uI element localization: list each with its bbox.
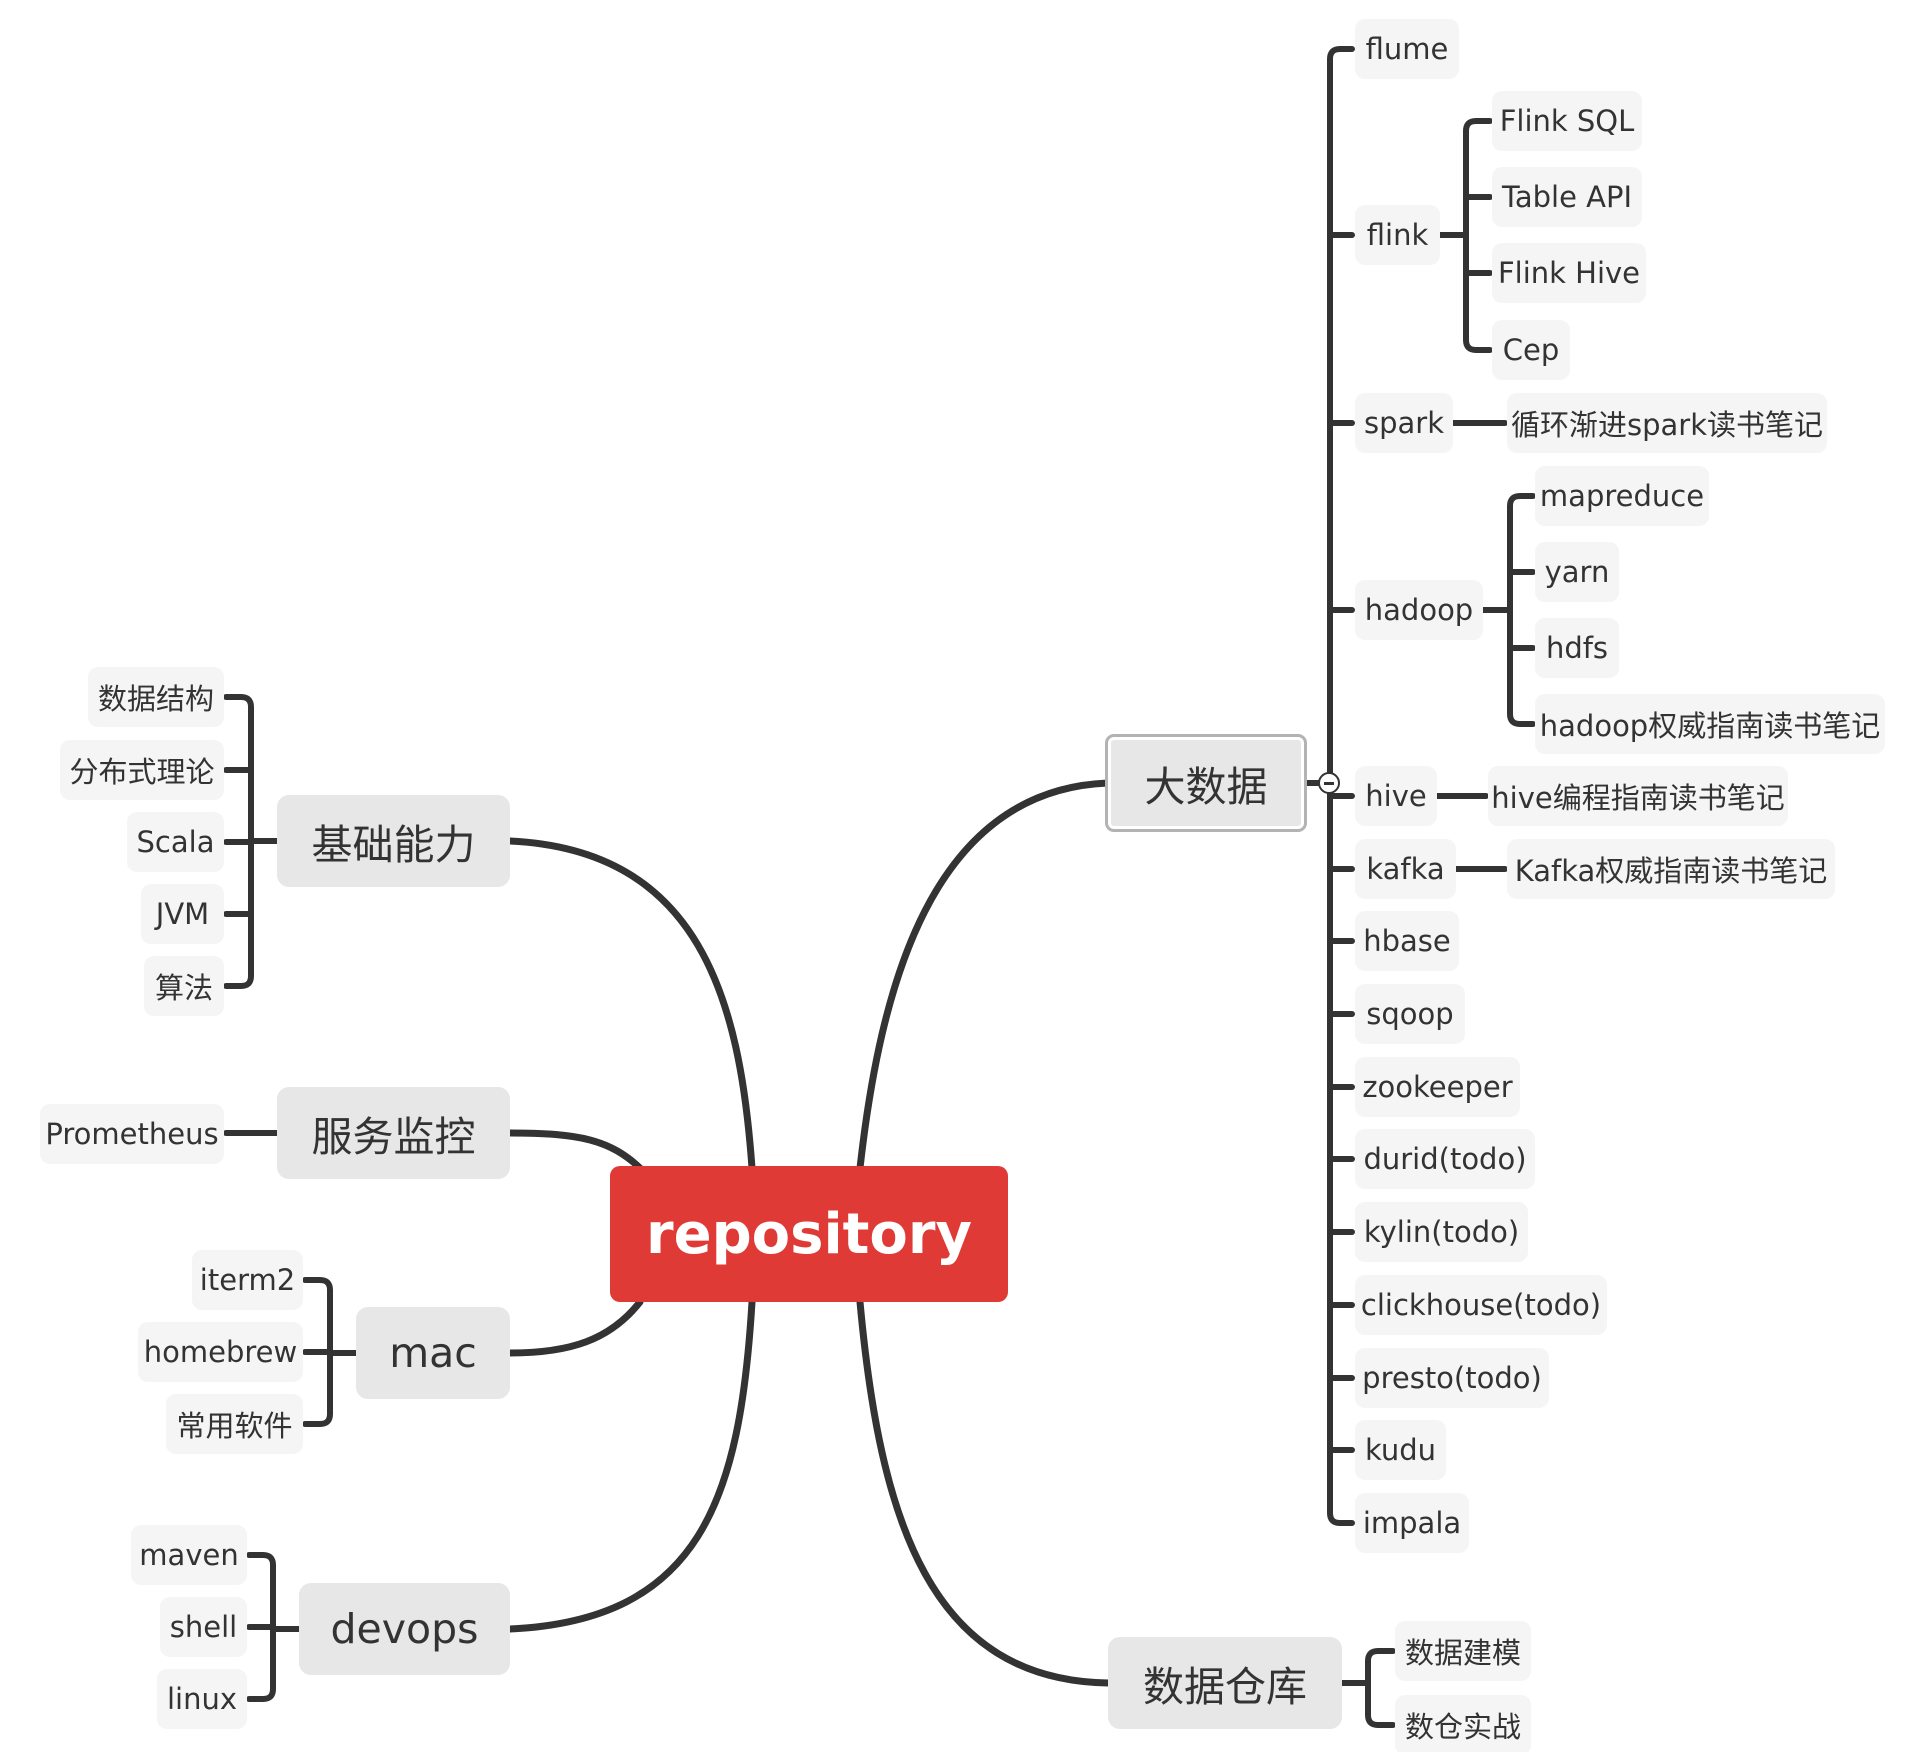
topic-data-structures[interactable]: 数据结构 [88,667,224,727]
topic-flume[interactable]: flume [1355,19,1459,79]
topic-linux[interactable]: linux [157,1669,247,1729]
topic-zookeeper[interactable]: zookeeper [1355,1057,1520,1117]
topic-iterm2[interactable]: iterm2 [192,1250,303,1310]
topic-durid[interactable]: durid(todo) [1355,1129,1535,1189]
topic-kylin[interactable]: kylin(todo) [1355,1202,1528,1262]
topic-bigdata[interactable]: 大数据 [1105,734,1307,832]
topic-impala[interactable]: impala [1355,1493,1469,1553]
topic-monitor[interactable]: 服务监控 [277,1087,510,1179]
topic-data-modeling[interactable]: 数据建模 [1395,1621,1531,1681]
topic-homebrew[interactable]: homebrew [138,1322,303,1382]
topic-flink[interactable]: flink [1355,205,1440,265]
topic-hive[interactable]: hive [1355,766,1437,826]
topic-clickhouse[interactable]: clickhouse(todo) [1355,1275,1607,1335]
topic-yarn[interactable]: yarn [1535,542,1619,602]
topic-flink-hive[interactable]: Flink Hive [1492,243,1646,303]
topic-distributed-theory[interactable]: 分布式理论 [60,740,224,800]
collapse-toggle-icon[interactable] [1318,772,1340,794]
topic-basics[interactable]: 基础能力 [277,795,510,887]
topic-hadoop[interactable]: hadoop [1355,580,1483,640]
topic-mapreduce[interactable]: mapreduce [1535,466,1709,526]
topic-kafka-notes[interactable]: Kafka权威指南读书笔记 [1507,839,1835,899]
root-topic[interactable]: repository [610,1166,1008,1302]
topic-hbase[interactable]: hbase [1355,911,1459,971]
topic-devops[interactable]: devops [299,1583,510,1675]
topic-prometheus[interactable]: Prometheus [40,1104,224,1164]
topic-jvm[interactable]: JVM [141,884,224,944]
topic-presto[interactable]: presto(todo) [1355,1348,1549,1408]
topic-hive-notes[interactable]: hive编程指南读书笔记 [1488,766,1788,826]
topic-hdfs[interactable]: hdfs [1535,618,1619,678]
topic-spark-notes[interactable]: 循环渐进spark读书笔记 [1507,393,1827,453]
topic-sqoop[interactable]: sqoop [1355,984,1465,1044]
topic-common-software[interactable]: 常用软件 [166,1394,303,1454]
topic-table-api[interactable]: Table API [1492,167,1642,227]
topic-cep[interactable]: Cep [1492,320,1570,380]
topic-maven[interactable]: maven [131,1525,247,1585]
topic-warehouse-practice[interactable]: 数仓实战 [1395,1695,1531,1752]
topic-warehouse[interactable]: 数据仓库 [1108,1637,1342,1729]
topic-algorithms[interactable]: 算法 [144,956,224,1016]
topic-shell[interactable]: shell [160,1597,247,1657]
topic-scala[interactable]: Scala [127,812,224,872]
topic-flink-sql[interactable]: Flink SQL [1492,91,1642,151]
topic-kudu[interactable]: kudu [1355,1420,1446,1480]
topic-kafka[interactable]: kafka [1355,839,1456,899]
topic-hadoop-notes[interactable]: hadoop权威指南读书笔记 [1535,694,1885,754]
topic-spark[interactable]: spark [1355,393,1453,453]
topic-mac[interactable]: mac [356,1307,510,1399]
